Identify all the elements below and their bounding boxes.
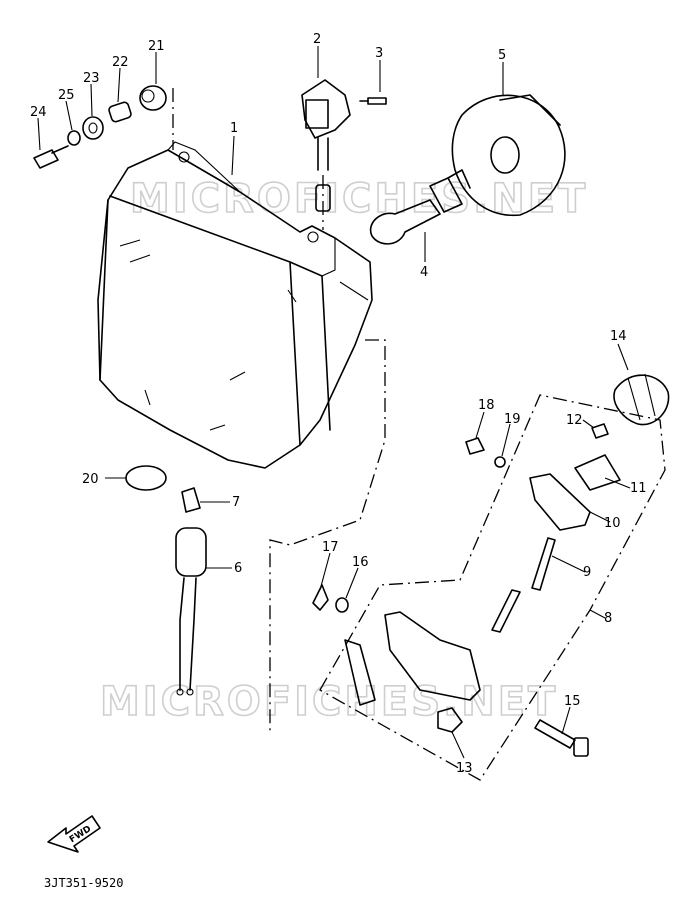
callout-15: 15 — [564, 694, 581, 709]
adjust-knob — [613, 373, 670, 426]
callout-14: 14 — [610, 329, 627, 344]
callout-12: 12 — [566, 413, 583, 428]
adjust-screw — [465, 437, 485, 455]
clip-washer — [335, 597, 349, 613]
adjust-bracket — [529, 454, 621, 531]
watermark-bottom: MICROFICHES.NET — [100, 679, 558, 725]
long-bolt — [534, 719, 589, 757]
nut — [437, 707, 463, 733]
callout-5: 5 — [498, 48, 506, 63]
callout-9: 9 — [583, 565, 591, 580]
callout-23: 23 — [83, 71, 100, 86]
grommet — [125, 465, 167, 491]
callout-16: 16 — [352, 555, 369, 570]
callout-17: 17 — [322, 540, 339, 555]
callout-10: 10 — [604, 516, 621, 531]
callout-24: 24 — [30, 105, 47, 120]
headlight-unit — [97, 141, 373, 469]
socket-cover — [451, 94, 566, 217]
bracket-plate — [344, 611, 481, 706]
position-bulb-socket — [175, 487, 207, 696]
callout-7: 7 — [232, 495, 240, 510]
callout-18: 18 — [478, 398, 495, 413]
leader-lines — [37, 46, 631, 759]
callout-4: 4 — [420, 265, 428, 280]
fwd-arrow-icon: FWD — [47, 815, 101, 853]
callout-3: 3 — [375, 46, 383, 61]
callout-2: 2 — [313, 32, 321, 47]
callout-6: 6 — [234, 561, 242, 576]
callout-11: 11 — [630, 481, 647, 496]
headlight-bulb — [369, 169, 471, 245]
callout-22: 22 — [112, 55, 129, 70]
callout-13: 13 — [456, 761, 473, 776]
adjust-shaft — [491, 537, 556, 633]
callout-1: 1 — [230, 121, 238, 136]
callout-8: 8 — [604, 611, 612, 626]
washer — [494, 456, 506, 468]
small-screw — [591, 423, 609, 439]
callout-25: 25 — [58, 88, 75, 103]
cotter-pin — [312, 584, 329, 611]
diagram-code: 3JT351-9520 — [44, 876, 123, 890]
bracket-assembly-outline — [319, 394, 666, 781]
callout-19: 19 — [504, 412, 521, 427]
mounting-bolt-stack — [33, 85, 167, 169]
callout-20: 20 — [82, 472, 99, 487]
callout-21: 21 — [148, 39, 165, 54]
headlight-adjuster — [301, 79, 387, 212]
